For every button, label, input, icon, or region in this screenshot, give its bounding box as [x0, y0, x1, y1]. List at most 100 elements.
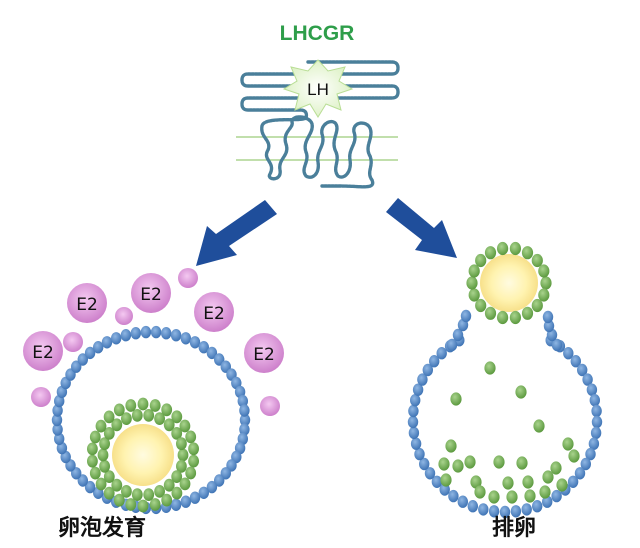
membrane-cell — [591, 404, 602, 418]
granulosa-cell — [474, 485, 486, 499]
granulosa-cell — [493, 455, 505, 469]
granulosa-cell — [149, 498, 161, 511]
granulosa-cell — [103, 470, 115, 483]
membrane-cell — [510, 505, 522, 518]
cumulus-cells — [466, 241, 552, 325]
granulosa-cell — [154, 412, 166, 425]
granulosa-cell — [131, 409, 143, 422]
lhcgr-receptor: LH — [236, 59, 400, 189]
granulosa-cell — [131, 488, 143, 501]
granulosa-cell — [533, 419, 545, 433]
arrow-to-follicle-development — [196, 200, 277, 266]
membrane-cell — [71, 360, 82, 373]
membrane-cell — [551, 338, 563, 352]
membrane-cell — [140, 325, 152, 339]
caption-ovulation: 排卵 — [492, 516, 537, 541]
granulosa-cell — [125, 498, 137, 511]
granulosa-cell — [125, 399, 137, 412]
membrane-cell — [467, 500, 478, 513]
granulosa-cell — [179, 477, 191, 491]
membrane-cell — [239, 404, 250, 417]
granulosa-cell — [87, 442, 98, 456]
membrane-cell — [111, 332, 122, 345]
granulosa-cell — [171, 470, 183, 483]
cumulus-cell — [538, 288, 550, 302]
granulosa-cell — [177, 448, 189, 462]
membrane-cell — [51, 413, 63, 427]
e2-label: E2 — [203, 304, 225, 324]
granulosa-cell — [450, 392, 462, 406]
membrane-cell — [580, 457, 591, 471]
membrane-cell — [77, 353, 89, 366]
granulosa-cell — [185, 466, 197, 480]
membrane-cell — [419, 457, 430, 471]
granulosa-cell — [542, 470, 554, 484]
transmembrane-helices-chain — [260, 115, 375, 189]
membrane-cell — [448, 489, 459, 503]
membrane-cell — [499, 505, 511, 519]
membrane-cell — [214, 353, 225, 366]
granulosa-cell — [556, 478, 568, 492]
granulosa-cell — [438, 457, 450, 471]
granulosa-cell — [506, 490, 518, 504]
membrane-cell — [478, 503, 489, 516]
membrane-cell — [180, 495, 191, 508]
granulosa-cell — [97, 448, 109, 462]
granulosa-cell — [121, 412, 132, 425]
granulosa-cell — [111, 478, 123, 492]
e2-molecule — [131, 273, 171, 313]
granulosa-cell — [143, 409, 155, 422]
granulosa-cell — [163, 478, 175, 492]
membrane-cell — [446, 338, 458, 352]
membrane-cell — [198, 341, 209, 354]
membrane-cell — [422, 363, 433, 377]
membrane-cell — [417, 373, 428, 386]
membrane-cell — [577, 363, 588, 377]
granulosa-cell — [87, 454, 98, 468]
granulosa-cell — [176, 459, 187, 473]
granulosa-cell — [464, 455, 476, 469]
granulosa-cell — [111, 418, 123, 432]
released-oocyte — [480, 254, 538, 312]
granulosa-cell — [516, 456, 528, 470]
e2-molecule — [23, 331, 63, 371]
membrane-cell — [239, 413, 251, 427]
cumulus-cell — [484, 306, 497, 320]
e2-label: E2 — [140, 285, 162, 305]
granulosa-cell — [484, 361, 496, 375]
lh-ligand-star — [282, 59, 354, 118]
e2-small-molecule — [260, 396, 280, 416]
membrane-cell — [567, 475, 579, 488]
membrane-cell — [532, 500, 543, 513]
membrane-cell — [189, 491, 201, 504]
granulosa-cell — [445, 439, 457, 453]
granulosa-cell — [188, 454, 200, 468]
granulosa-cell — [522, 475, 534, 489]
membrane-cell — [457, 495, 468, 508]
e2-molecule — [67, 283, 107, 323]
cumulus-cell — [466, 276, 478, 290]
granulosa-cell — [488, 490, 500, 504]
membrane-cell — [424, 467, 436, 480]
membrane-cell — [543, 319, 555, 333]
membrane-cell — [431, 475, 443, 488]
granulosa-cell — [89, 430, 101, 444]
follicle-wall — [407, 309, 603, 519]
estradiol-molecules: E2 E2 E2 E2 E2 — [23, 268, 284, 416]
membrane-cell — [410, 437, 422, 450]
granulosa-cell — [154, 485, 166, 498]
membrane-cell — [429, 355, 440, 368]
membrane-cell — [408, 404, 419, 418]
granulosa-cell — [99, 437, 110, 451]
membrane-cell — [590, 426, 602, 440]
granulosa-cell — [452, 459, 464, 473]
granulosa-cell — [188, 442, 200, 456]
membrane-cell — [84, 346, 96, 360]
cumulus-cell — [497, 241, 509, 256]
cumulus-cell — [475, 253, 487, 268]
membrane-cell — [84, 480, 96, 494]
membrane-cell — [170, 498, 182, 511]
granulosa-cell — [185, 430, 197, 444]
membrane-cell — [591, 415, 603, 429]
receptor-title: LHCGR — [279, 22, 355, 45]
